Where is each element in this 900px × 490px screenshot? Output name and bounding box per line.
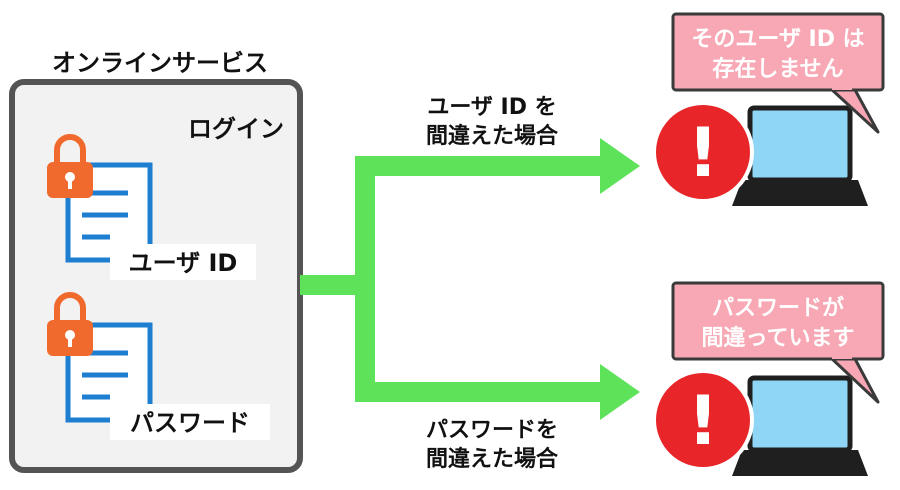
arrow-head-upper xyxy=(600,138,640,194)
service-title: オンラインサービス xyxy=(52,49,268,77)
arrow-head-lower xyxy=(600,364,640,420)
laptop-icon xyxy=(732,105,868,206)
laptop-icon xyxy=(732,375,868,476)
lock-icon xyxy=(47,134,93,198)
password-error-message-line1: パスワードが xyxy=(712,295,844,321)
user-id-error-message-line2: 存在しません xyxy=(712,56,843,82)
password-error-message-line2: 間違っています xyxy=(702,325,855,351)
user-id-error-outcome: そのユーザ ID は 存在しません ! xyxy=(652,12,885,206)
case-label-user-id-line2: 間違えた場合 xyxy=(426,123,559,149)
user-id-field-group: ユーザ ID xyxy=(47,134,256,280)
case-label-user-id-line1: ユーザ ID を xyxy=(427,95,556,120)
user-id-label-box xyxy=(110,244,256,280)
case-label-password-line1: パスワードを xyxy=(426,418,558,443)
login-label: ログイン xyxy=(188,115,284,143)
password-label-box xyxy=(110,404,270,440)
case-label-password-line2: 間違えた場合 xyxy=(426,446,559,472)
branch-arrows xyxy=(300,138,640,420)
speech-bubble: パスワードが 間違っています xyxy=(671,281,885,404)
alert-icon: ! xyxy=(652,369,754,471)
password-field-group: パスワード xyxy=(47,292,270,440)
user-id-error-message-line1: そのユーザ ID は xyxy=(691,27,864,52)
lock-icon xyxy=(47,292,93,356)
alert-icon-symbol: ! xyxy=(687,382,718,461)
speech-bubble: そのユーザ ID は 存在しません xyxy=(671,12,885,134)
user-id-label: ユーザ ID xyxy=(129,249,238,277)
alert-icon-symbol: ! xyxy=(687,114,718,193)
alert-icon: ! xyxy=(652,101,754,203)
password-label: パスワード xyxy=(130,409,250,437)
password-error-outcome: パスワードが 間違っています ! xyxy=(652,281,885,476)
